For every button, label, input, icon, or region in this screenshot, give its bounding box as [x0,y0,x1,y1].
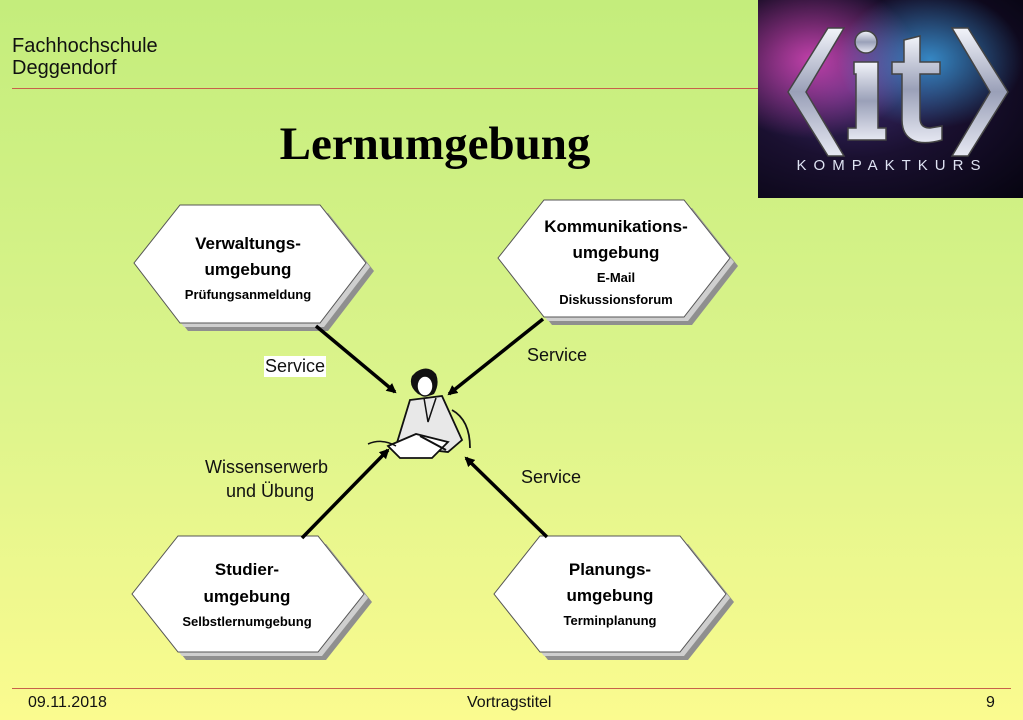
node-studier-detail: Selbstlernumgebung [182,614,311,629]
edge-label-bottom-left-1: Wissenserwerb [205,457,329,477]
node-planung-title-2: umgebung [567,586,654,605]
node-verwaltung: Verwaltungs- umgebung Prüfungsanmeldung [133,204,374,331]
footer-divider [12,688,1011,689]
edge-label-top-left: Service [264,356,327,377]
node-verwaltung-detail: Prüfungsanmeldung [185,287,311,302]
logo-subtitle: KOMPAKTKURS [797,157,988,174]
person-writing-icon [367,368,471,459]
edge-label-top-right: Service [527,345,588,365]
arrow-verwaltung-to-center [314,324,397,394]
arrow-planung-to-center [464,456,549,539]
footer-page-number: 9 [986,694,995,711]
node-kommunikation-detail-2: Diskussionsforum [559,292,672,307]
node-kommunikation-title-2: umgebung [573,243,660,262]
arrow-kommunikation-to-center [447,317,545,396]
footer-date: 09.11.2018 [28,694,107,711]
header-divider [12,88,760,89]
arrow-studier-to-center [300,448,390,540]
node-studier: Studier- umgebung Selbstlernumgebung [131,535,372,660]
node-kommunikation-detail-1: E-Mail [597,270,635,285]
node-planung-detail: Terminplanung [564,613,657,628]
node-verwaltung-title-2: umgebung [205,260,292,279]
node-planung-title-1: Planungs- [569,560,651,579]
footer-title: Vortragstitel [467,694,552,711]
edge-label-bottom-right: Service [521,467,582,487]
node-studier-title-2: umgebung [204,587,291,606]
institution-line2: Deggendorf [12,57,117,79]
it-kompaktkurs-logo: KOMPAKTKURS [758,0,1023,198]
node-kommunikation: Kommunikations- umgebung E-Mail Diskussi… [497,199,738,325]
institution-line1: Fachhochschule [12,35,158,57]
node-verwaltung-title-1: Verwaltungs- [195,234,301,253]
node-planung: Planungs- umgebung Terminplanung [493,535,734,660]
node-kommunikation-title-1: Kommunikations- [544,217,688,236]
page-title: Lernumgebung [279,118,591,170]
edge-label-bottom-left-2: und Übung [226,481,315,501]
institution-name: Fachhochschule Deggendorf [12,35,158,79]
node-studier-title-1: Studier- [215,560,279,579]
